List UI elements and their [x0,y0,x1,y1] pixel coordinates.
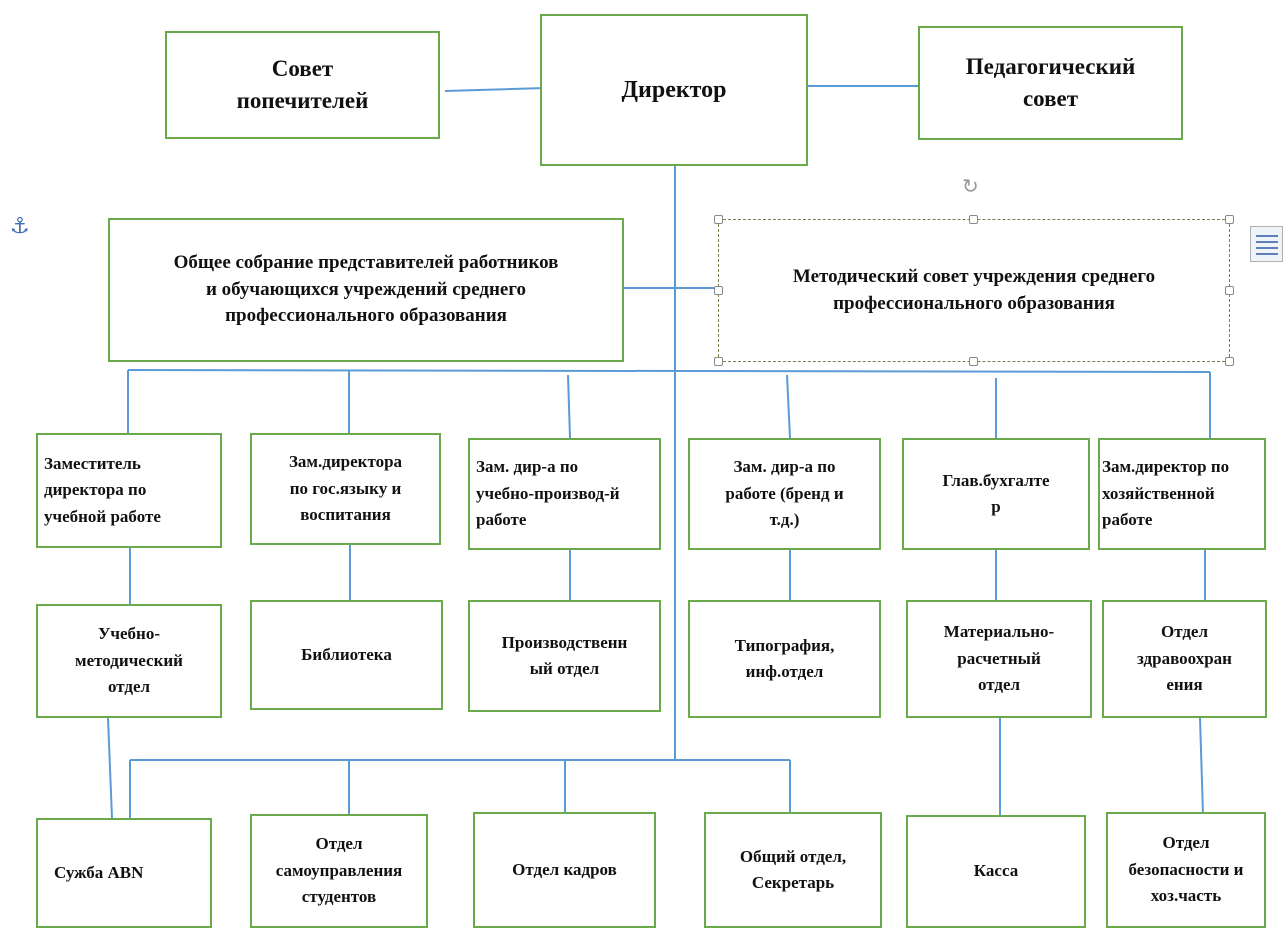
label: отдел [107,677,151,697]
label: профессионального образования [225,305,507,327]
label: Зам.директор по [1102,457,1230,477]
bottom-unit-box[interactable]: Отдел самоуправления студентов [250,814,428,928]
label: работе [1102,510,1153,530]
label: хозяйственной [1102,483,1215,503]
deputy-box[interactable]: Зам.директора по гос.языку и воспитания [250,433,441,545]
resize-handle[interactable] [714,215,723,224]
label: учебной работе [44,506,161,526]
anchor-icon: ⚓ [10,214,30,239]
department-box[interactable]: Материально-расчетный отдел [906,600,1092,718]
bottom-unit-box[interactable]: Сужба ABN [36,818,212,928]
label: ый отдел [529,659,600,678]
department-box[interactable]: Типография, инф.отдел [688,600,881,718]
label: Отдел [315,834,363,854]
label: Совет [271,55,334,81]
label: Директор [621,76,727,103]
resize-handle[interactable] [714,357,723,366]
label: Производственн [501,632,628,652]
deputy-box[interactable]: Зам. дир-а по учебно-производ-й работе [468,438,661,550]
department-box[interactable]: Отдел здравоохран ения [1102,600,1267,718]
label: ения [1166,675,1203,695]
deputy-box[interactable]: Глав.бухгалте р [902,438,1090,550]
bottom-unit-box[interactable]: Общий отдел, Секретарь [704,812,882,928]
connector-deputies-bus [127,369,1211,373]
label: Касса [973,861,1019,881]
general-assembly-box[interactable]: Общее собрание представителей работников… [108,218,624,362]
label: Отдел [1160,622,1209,642]
rotate-handle-icon[interactable]: ↻ [962,174,979,198]
resize-handle[interactable] [1225,215,1234,224]
pedagogical-council-box[interactable]: Педагогический совет [918,26,1183,140]
methodical-council-box[interactable]: Методический совет учреждения среднего пр… [718,219,1230,362]
deputy-box[interactable]: Зам.директор по хозяйственной работе [1098,438,1266,550]
label: и обучающихся учреждений среднего [205,278,527,300]
label: т.д.) [769,510,800,530]
board-of-trustees-box[interactable]: Совет попечителей [165,31,440,139]
bottom-unit-box[interactable]: Отдел кадров [473,812,656,928]
label: работе (бренд и [725,483,844,503]
label: студентов [301,887,377,907]
label: учебно-производ-й [476,483,620,503]
label: профессионального образования [833,292,1115,314]
connector-training-abn [107,717,113,819]
label: здравоохран [1137,648,1232,668]
label: воспитания [300,505,391,525]
label: Отдел кадров [512,859,617,879]
label: Сужба ABN [54,862,144,882]
director-box[interactable]: Директор [540,14,808,166]
label: Методический совет учреждения среднего [792,265,1156,287]
resize-handle[interactable] [969,215,978,224]
deputy-box[interactable]: Заместитель директора по учебной работе [36,433,222,548]
layout-options-icon[interactable] [1250,226,1283,262]
label: работе [476,510,527,530]
label: Учебно- [97,624,161,644]
label: отдел [977,675,1021,695]
connector-security [1199,717,1204,815]
label: самоуправления [275,860,403,880]
label: безопасности и [1128,859,1244,879]
label: Типография, [734,635,835,655]
connector-board-director [444,87,546,92]
connector-deputy-3 [567,374,571,439]
label: Общее собрание представителей работников [173,252,559,274]
label: Библиотека [301,644,392,664]
label: по гос.языку и [289,478,402,498]
label: Отдел [1162,833,1210,853]
label: методический [75,650,183,670]
label: Общий отдел, [739,846,847,866]
label: Глав.бухгалте [942,470,1050,490]
label: попечителей [236,88,369,113]
resize-handle[interactable] [1225,357,1234,366]
department-box[interactable]: Библиотека [250,600,443,710]
label: Зам. дир-а по [476,457,579,477]
department-box[interactable]: Производственн ый отдел [468,600,661,712]
resize-handle[interactable] [714,286,723,295]
resize-handle[interactable] [969,357,978,366]
bottom-unit-box[interactable]: Касса [906,815,1086,928]
department-box[interactable]: Учебно-методический отдел [36,604,222,718]
label: директора по [44,480,147,500]
label: Заместитель [44,453,141,473]
label: хоз.часть [1150,886,1222,906]
label: Секретарь [751,873,835,892]
bottom-unit-box[interactable]: Отдел безопасности и хоз.часть [1106,812,1266,928]
label: Педагогический [965,53,1136,79]
label: Материально- [943,622,1055,642]
label: совет [1022,86,1079,111]
label: Зам.директора [288,452,403,472]
label: расчетный [957,648,1041,668]
label: инф.отдел [745,662,824,681]
label: р [991,497,1001,516]
resize-handle[interactable] [1225,286,1234,295]
deputy-box[interactable]: Зам. дир-а по работе (бренд и т.д.) [688,438,881,550]
connector-deputy-4 [786,374,791,439]
label: Зам. дир-а по [733,457,836,477]
